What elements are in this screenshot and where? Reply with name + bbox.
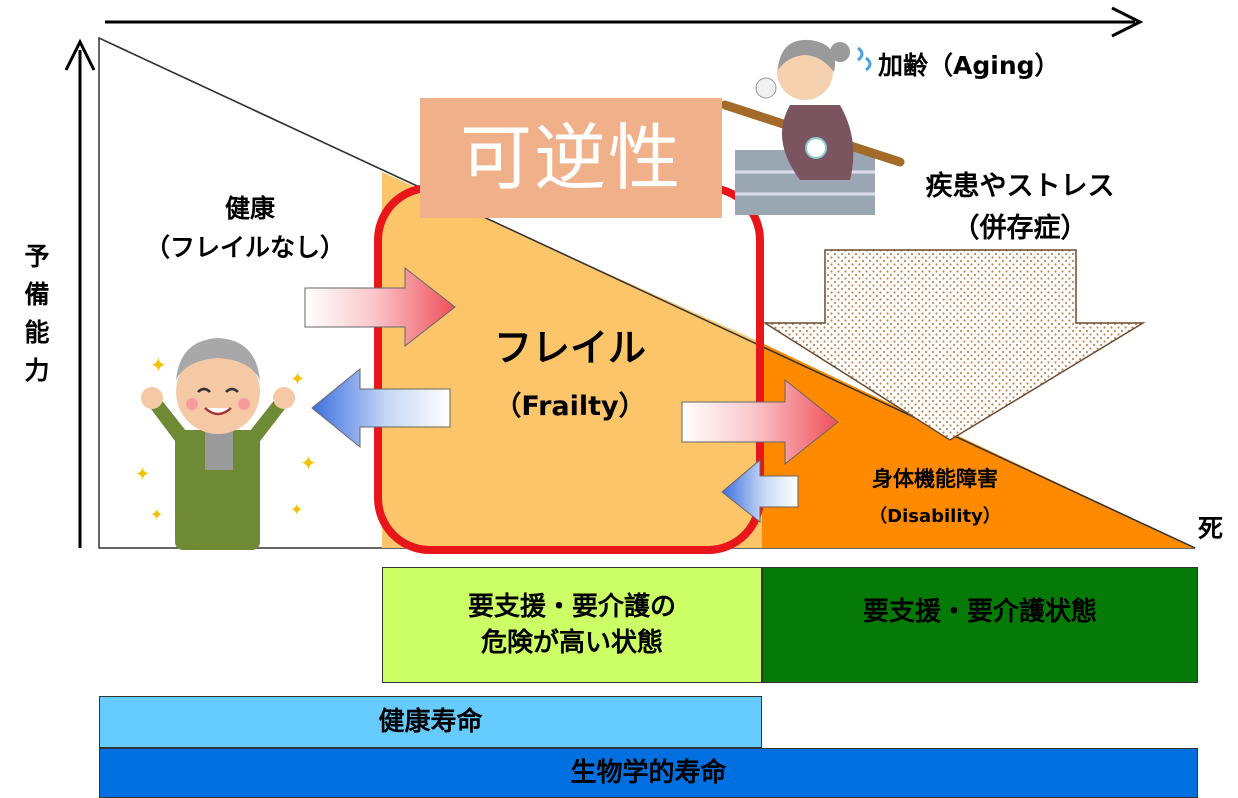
aging-woman-illustration bbox=[720, 39, 905, 215]
y-axis-label: 予備能力 bbox=[24, 242, 50, 385]
arrow-healthy-to-frailty bbox=[304, 266, 456, 348]
y-axis-arrowhead bbox=[64, 38, 96, 71]
x-axis-arrowhead bbox=[1111, 6, 1144, 38]
death-label: 死 bbox=[1198, 514, 1224, 543]
stressor-subtitle: （併存症） bbox=[952, 213, 1088, 244]
svg-text:✦: ✦ bbox=[150, 353, 167, 377]
reversibility-box: 可逆性 bbox=[420, 98, 722, 218]
healthy-title: 健康 bbox=[224, 194, 275, 223]
reserve-decline-line bbox=[98, 37, 1196, 549]
arrow-disability-to-frailty bbox=[721, 458, 799, 524]
stressor-down-arrow bbox=[762, 249, 1146, 441]
arrow-frailty-to-healthy bbox=[311, 367, 451, 449]
svg-text:✦: ✦ bbox=[135, 464, 150, 485]
disability-region bbox=[762, 343, 1195, 548]
frailty-region bbox=[382, 172, 762, 548]
at-risk-line2: 危険が高い状態 bbox=[480, 628, 663, 658]
arrow-frailty-to-disability bbox=[681, 378, 839, 466]
svg-text:✦: ✦ bbox=[290, 369, 305, 390]
svg-text:✦: ✦ bbox=[290, 500, 303, 519]
at-risk-line1: 要支援・要介護の bbox=[467, 591, 676, 622]
stressor-title: 疾患やストレス bbox=[925, 171, 1115, 202]
disability-title: 身体機能障害 bbox=[872, 467, 998, 491]
at-risk-status-box: 要支援・要介護の 危険が高い状態 bbox=[382, 567, 762, 683]
frailty-title: フレイル bbox=[493, 326, 646, 370]
svg-text:✦: ✦ bbox=[300, 451, 317, 475]
care-needed-status-box: 要支援・要介護状態 bbox=[762, 567, 1198, 683]
healthy-elder-illustration: ✦ ✦ ✦ ✦ ✦ ✦ bbox=[135, 338, 317, 550]
svg-text:✦: ✦ bbox=[150, 505, 163, 524]
healthy-subtitle: （フレイルなし） bbox=[144, 233, 345, 262]
frailty-subtitle: （Frailty） bbox=[494, 391, 646, 422]
x-axis-label: 加齢（Aging） bbox=[878, 51, 1060, 80]
healthy-lifespan-bar: 健康寿命 bbox=[99, 696, 762, 748]
disability-subtitle: （Disability） bbox=[869, 506, 1001, 527]
biological-lifespan-bar: 生物学的寿命 bbox=[99, 748, 1198, 798]
